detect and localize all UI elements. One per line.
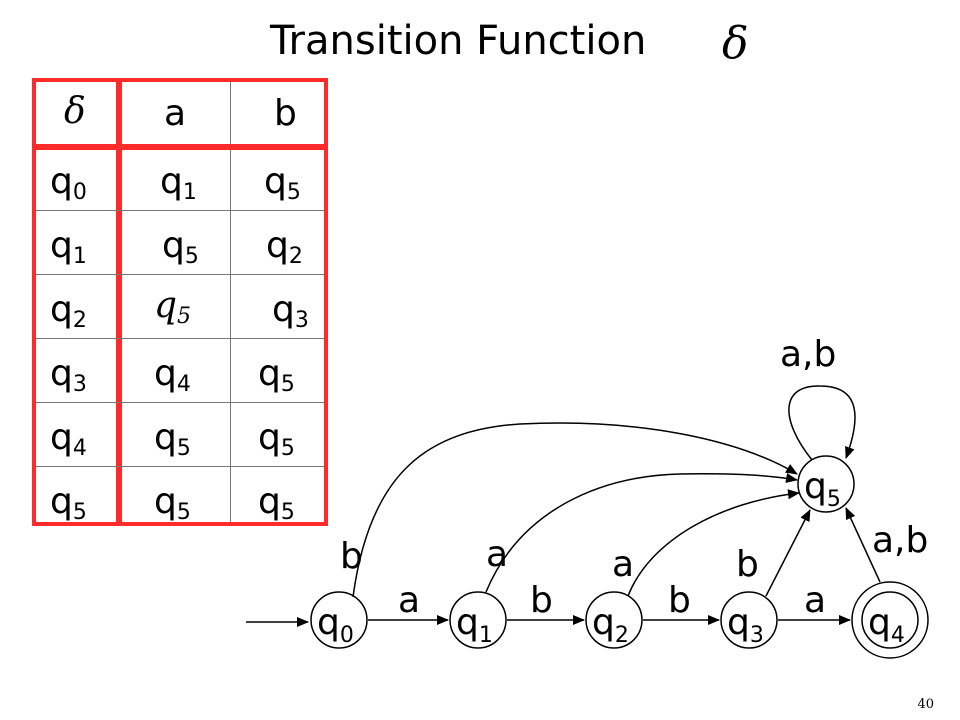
table-cell-b: q5 bbox=[258, 481, 295, 525]
state-q3-label: q3 bbox=[727, 602, 764, 648]
table-header-a: a bbox=[164, 93, 187, 134]
table-cell-a: q5 bbox=[162, 225, 199, 269]
edge-label-q1-q5: a bbox=[486, 534, 508, 575]
edge-label-q2-q5: a bbox=[612, 544, 634, 585]
table-cell-b: q5 bbox=[258, 353, 295, 397]
table-cell-b: q3 bbox=[272, 289, 309, 333]
table-header-b: b bbox=[274, 93, 297, 134]
state-q3-circle bbox=[720, 591, 778, 649]
edge-label-q3-q5: b bbox=[736, 544, 759, 585]
state-q2-label: q2 bbox=[592, 602, 629, 648]
edge-label-q4-q5: a,b bbox=[872, 520, 928, 561]
state-q1-label: q1 bbox=[456, 602, 493, 648]
edge-q3-q5 bbox=[765, 509, 811, 597]
table-cell-b: q5 bbox=[264, 161, 301, 205]
table-row-state: q3 bbox=[50, 353, 87, 397]
table-row-state: q4 bbox=[50, 417, 87, 461]
state-q4-label: q4 bbox=[868, 602, 905, 648]
table-row-separator bbox=[36, 210, 324, 211]
table-cell-a: q5 bbox=[154, 285, 192, 329]
title-delta-symbol: δ bbox=[722, 18, 749, 69]
table-cell-a: q5 bbox=[154, 481, 191, 525]
table-row-state: q1 bbox=[50, 225, 87, 269]
table-cell-a: q4 bbox=[154, 353, 191, 397]
table-row-separator bbox=[36, 402, 324, 403]
edge-q2-q5 bbox=[627, 489, 800, 597]
state-q0-circle bbox=[310, 591, 368, 649]
edge-label-q3-q4: a bbox=[804, 580, 826, 621]
edge-q5-loop bbox=[788, 385, 856, 461]
transition-table: δ a b q0 q1 q5 q1 q5 q2 q2 q5 q3 q3 q4 q… bbox=[32, 78, 328, 526]
table-cell-b: q2 bbox=[266, 225, 303, 269]
edge-q0-q5 bbox=[352, 422, 798, 598]
state-q1-circle bbox=[449, 591, 507, 649]
table-cell-b: q5 bbox=[258, 417, 295, 461]
edge-q1-q5 bbox=[485, 473, 798, 593]
state-q0-label: q0 bbox=[317, 602, 354, 648]
table-row-separator bbox=[36, 338, 324, 339]
state-q5-label: q5 bbox=[804, 466, 841, 512]
edge-label-q5-loop: a,b bbox=[780, 334, 836, 375]
table-cell-a: q1 bbox=[160, 161, 197, 205]
state-q4-accept-ring bbox=[851, 581, 929, 659]
table-divider-horizontal bbox=[36, 144, 324, 150]
state-q5-circle bbox=[797, 455, 855, 513]
table-corner-delta: δ bbox=[64, 91, 86, 132]
edge-label-q0-q1: a bbox=[398, 580, 420, 621]
page-title: Transition Function bbox=[270, 18, 647, 64]
page-number: 40 bbox=[917, 697, 934, 712]
edge-label-q2-q3: b bbox=[668, 580, 691, 621]
state-q4-circle bbox=[861, 591, 919, 649]
edge-label-q1-q2: b bbox=[530, 580, 553, 621]
table-row-separator bbox=[36, 466, 324, 467]
table-row-state: q2 bbox=[50, 289, 87, 333]
table-row-state: q5 bbox=[50, 481, 87, 525]
table-row-state: q0 bbox=[50, 161, 87, 205]
edge-q4-q5 bbox=[845, 507, 881, 583]
table-row-separator bbox=[36, 274, 324, 275]
table-cell-a: q5 bbox=[154, 417, 191, 461]
table-divider-vertical bbox=[116, 82, 122, 522]
edge-label-q0-q5: b bbox=[340, 536, 363, 577]
state-q2-circle bbox=[585, 591, 643, 649]
table-column-separator bbox=[230, 82, 231, 522]
